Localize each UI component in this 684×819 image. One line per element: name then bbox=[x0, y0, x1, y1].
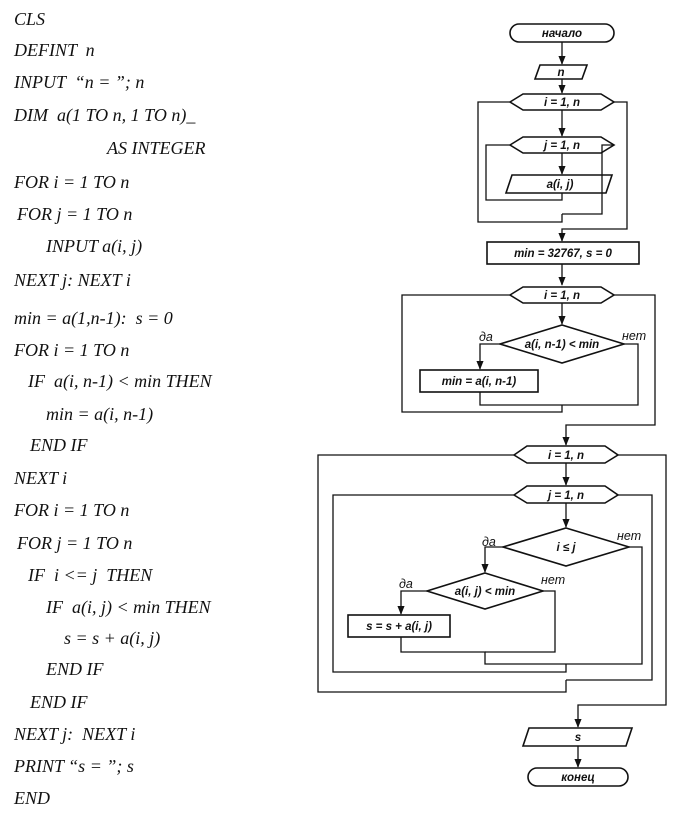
loop-j-input-label: j = 1, n bbox=[542, 140, 580, 152]
no-branch-line bbox=[485, 590, 556, 653]
loop-j-input-return bbox=[485, 144, 563, 201]
code-line: DEFINT n bbox=[14, 40, 95, 60]
loop-i-input-exit bbox=[558, 101, 628, 242]
yes-label: да bbox=[482, 535, 496, 549]
assign-sum-block bbox=[347, 614, 451, 638]
input-n-label: n bbox=[557, 67, 564, 79]
yes-branch-arrow bbox=[481, 546, 503, 573]
loop-i-min-label: i = 1, n bbox=[544, 290, 580, 302]
end-label: конец bbox=[561, 772, 595, 784]
output-s-label: s bbox=[575, 732, 581, 744]
code-line: PRINT “s = ”; s bbox=[14, 756, 134, 776]
no-label: нет bbox=[541, 573, 565, 587]
code-line: min = a(1,n-1): s = 0 bbox=[14, 308, 173, 328]
init-block bbox=[486, 241, 640, 265]
code-line: s = s + a(i, j) bbox=[64, 628, 161, 648]
input-n-block bbox=[533, 64, 589, 80]
loop-i-input-return bbox=[477, 101, 563, 223]
loop-i-sum-return bbox=[317, 454, 567, 693]
loop-i-sum-label: i = 1, n bbox=[548, 450, 584, 462]
code-line: min = a(i, n-1) bbox=[46, 404, 154, 424]
yes-branch-arrow bbox=[397, 590, 427, 615]
code-line: END IF bbox=[30, 692, 88, 712]
code-line: IF a(i, j) < min THEN bbox=[46, 597, 211, 617]
yes-label: да bbox=[479, 330, 493, 344]
condition-ij-label: i ≤ j bbox=[556, 542, 576, 554]
code-line: FOR j = 1 TO n bbox=[17, 533, 133, 553]
no-branch-line bbox=[566, 546, 643, 665]
code-line: IF a(i, n-1) < min THEN bbox=[28, 371, 212, 391]
loop-i-sum-exit bbox=[574, 454, 667, 728]
assign-min-block bbox=[419, 369, 539, 393]
assign-min-exit bbox=[479, 392, 562, 406]
loop-i-input-label: i = 1, n bbox=[544, 97, 580, 109]
assign-sum-exit bbox=[400, 637, 566, 665]
condition-aij-label: a(i, j) < min bbox=[455, 586, 515, 598]
code-line: NEXT j: NEXT i bbox=[14, 724, 136, 744]
loop-j-sum-return bbox=[332, 494, 567, 673]
end-terminator bbox=[527, 767, 629, 787]
code-line: AS INTEGER bbox=[107, 138, 206, 158]
init-label: min = 32767, s = 0 bbox=[514, 248, 612, 260]
assign-sum-label: s = s + a(i, j) bbox=[366, 621, 432, 633]
code-line: END IF bbox=[46, 659, 104, 679]
no-label: нет bbox=[622, 329, 646, 343]
code-line: NEXT j: NEXT i bbox=[14, 270, 131, 290]
condition-ij-decision bbox=[500, 527, 632, 567]
condition-min-label: a(i, n-1) < min bbox=[525, 339, 599, 351]
code-line: FOR i = 1 TO n bbox=[14, 340, 130, 360]
assign-min-label: min = a(i, n-1) bbox=[442, 376, 517, 388]
output-s-block bbox=[521, 727, 634, 747]
code-line: INPUT “n = ”; n bbox=[14, 72, 145, 92]
start-label: начало bbox=[542, 28, 582, 40]
code-line: DIM a(1 TO n, 1 TO n)_ bbox=[14, 105, 196, 125]
no-label: нет bbox=[617, 529, 641, 543]
code-line: FOR i = 1 TO n bbox=[14, 172, 130, 192]
code-line: CLS bbox=[14, 9, 46, 29]
condition-min-decision bbox=[497, 324, 627, 364]
yes-label: да bbox=[399, 577, 413, 591]
code-line: FOR j = 1 TO n bbox=[17, 204, 133, 224]
yes-branch-arrow bbox=[476, 343, 500, 370]
loop-i-min-exit bbox=[562, 294, 656, 446]
loop-i-min-return bbox=[401, 294, 563, 413]
input-a-block bbox=[504, 174, 614, 194]
code-line: FOR i = 1 TO n bbox=[14, 500, 130, 520]
code-line: END bbox=[14, 788, 50, 808]
code-line: NEXT i bbox=[14, 468, 68, 488]
no-branch-line bbox=[562, 343, 639, 406]
loop-j-sum-exit bbox=[566, 494, 653, 681]
input-a-label: a(i, j) bbox=[547, 179, 574, 191]
loop-j-input-exit bbox=[562, 144, 614, 215]
code-line: INPUT a(i, j) bbox=[46, 236, 143, 256]
code-line: END IF bbox=[30, 435, 88, 455]
loop-j-sum-label: j = 1, n bbox=[546, 490, 584, 502]
condition-aij-decision bbox=[424, 572, 546, 610]
code-line: IF i <= j THEN bbox=[28, 565, 153, 585]
